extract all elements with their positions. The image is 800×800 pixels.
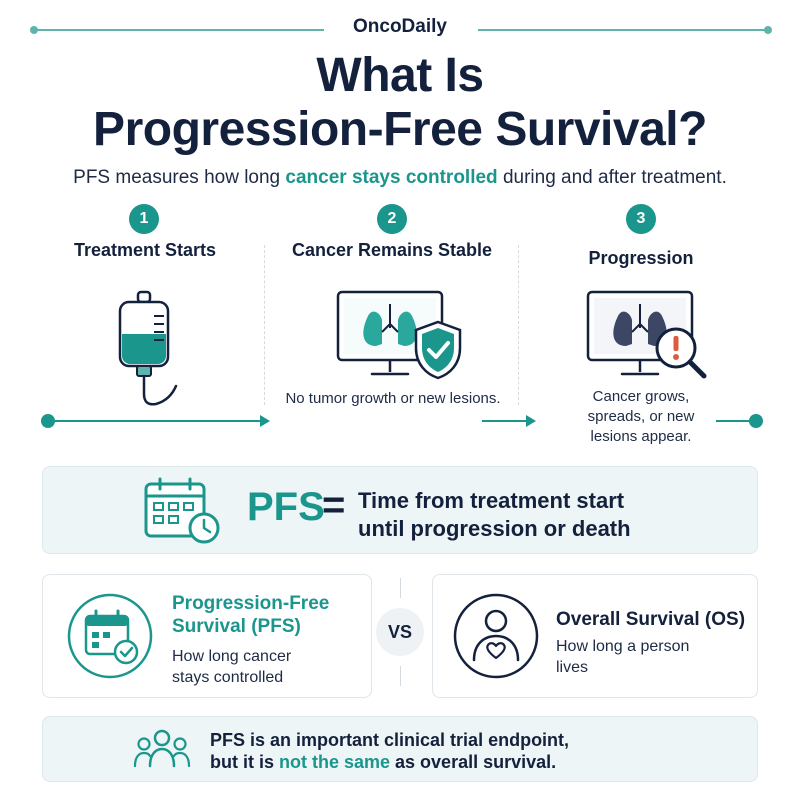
calendar-check-icon [67, 593, 153, 679]
header-line-dot-right [764, 26, 772, 34]
page-title-line1: What Is [316, 49, 484, 102]
shield-check-icon [414, 320, 462, 380]
step-3-desc: Cancer grows, spreads, or new lesions ap… [587, 388, 695, 445]
header-line-left [36, 29, 324, 31]
header-line-dot-left [30, 26, 38, 34]
magnifier-alert-icon [655, 327, 707, 379]
step-2-number: 2 [377, 204, 407, 234]
step-divider [518, 245, 519, 405]
header-line-right [478, 29, 766, 31]
footer-note: PFS is an important clinical trial endpo… [210, 730, 570, 772]
vs-badge: VS [376, 608, 424, 656]
os-card-title: Overall Survival (OS) [556, 609, 746, 630]
vs-divider [400, 666, 401, 686]
people-group-icon [133, 729, 191, 768]
iv-bag-icon [118, 290, 178, 406]
step-divider [264, 245, 265, 405]
pfs-definition: Time from treatment start until progress… [358, 488, 631, 541]
brand-name: OncoDaily [353, 16, 447, 37]
step-3-title: Progression [588, 248, 694, 268]
vs-divider [400, 578, 401, 598]
pfs-card-desc: How long cancer stays controlled [172, 648, 292, 686]
os-card-desc: How long a person lives [556, 638, 690, 676]
pfs-card-title: Progression-Free Survival (PFS) [172, 593, 330, 637]
step-3-number: 3 [626, 204, 656, 234]
timeline [41, 414, 763, 428]
subtitle-highlight: cancer stays controlled [285, 167, 498, 188]
pfs-term: PFS [247, 485, 325, 529]
person-heart-icon [453, 593, 539, 679]
footer-highlight: not the same [279, 752, 391, 772]
step-2-desc: No tumor growth or new lesions. [285, 390, 501, 407]
subtitle: PFS measures how long cancer stays contr… [73, 167, 727, 188]
step-2-title: Cancer Remains Stable [291, 240, 493, 260]
equals-sign: = [322, 483, 346, 527]
calendar-clock-icon [144, 477, 220, 544]
step-1-number: 1 [129, 204, 159, 234]
step-1-title: Treatment Starts [73, 240, 217, 260]
page-title-line2: Progression-Free Survival? [93, 103, 707, 156]
